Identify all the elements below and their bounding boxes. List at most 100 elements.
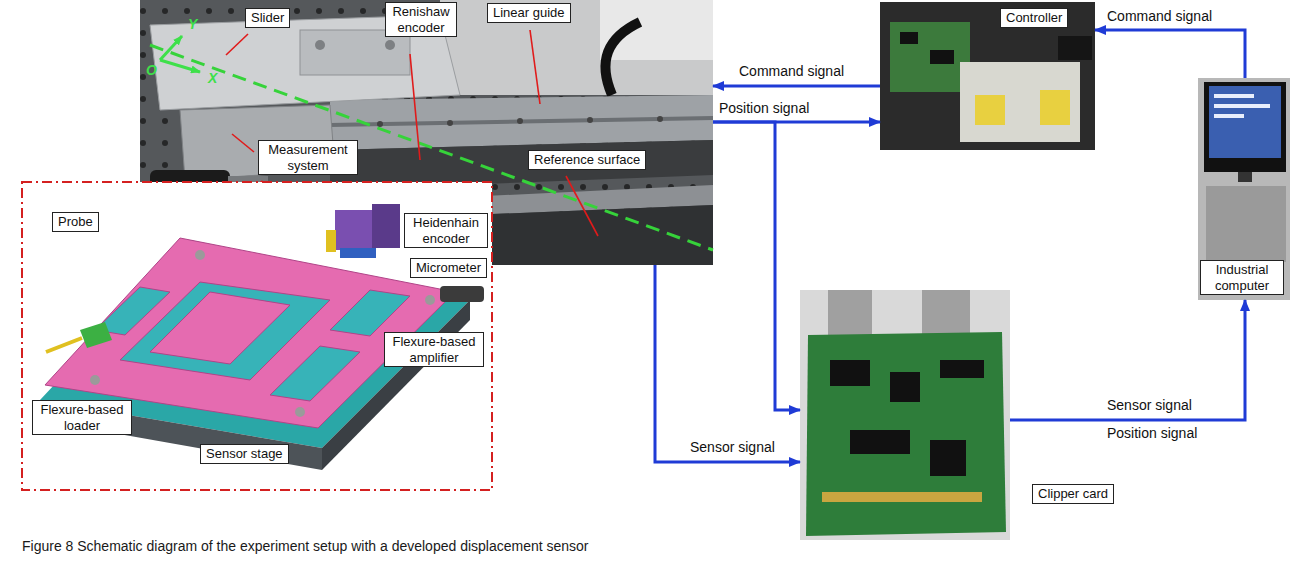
label-text: Controller bbox=[1000, 8, 1068, 28]
setup-photo-part bbox=[377, 121, 383, 127]
part-label: Linear guide bbox=[487, 3, 571, 23]
label-text: Heidenhain encoder bbox=[410, 215, 482, 246]
signal-arrow bbox=[713, 122, 800, 410]
clipper-card-photo-part bbox=[806, 332, 1006, 536]
sensor-model-part bbox=[22, 182, 492, 490]
leader-line-part bbox=[226, 34, 248, 55]
label-text: Measurement system bbox=[264, 142, 352, 173]
label-text: Renishaw encoder bbox=[391, 4, 451, 35]
axis-label: O bbox=[144, 62, 159, 79]
setup-photo-part bbox=[605, 22, 640, 95]
leader-line-part bbox=[232, 134, 254, 152]
signal-arrow bbox=[713, 85, 880, 88]
sensor-model-part bbox=[330, 290, 410, 336]
controller-photo-part bbox=[1058, 36, 1092, 60]
setup-photo-part bbox=[657, 116, 663, 122]
computer-photo-part bbox=[1214, 94, 1254, 98]
controller-photo-part bbox=[890, 22, 970, 92]
clipper-card-photo-part bbox=[830, 360, 870, 386]
computer-panel: Industrial computer bbox=[1198, 78, 1290, 300]
sensor-model-part bbox=[150, 292, 290, 364]
clipper-card-photo-part bbox=[828, 290, 872, 340]
sensor-model-part bbox=[46, 338, 82, 352]
clipper-card-photo-part bbox=[890, 372, 920, 402]
label-text: Micrometer bbox=[416, 260, 481, 276]
controller-photo bbox=[880, 2, 1095, 150]
label-text: Slider bbox=[251, 10, 284, 26]
setup-photo-part bbox=[315, 40, 325, 50]
label-text: Sensor stage bbox=[206, 446, 283, 462]
sensor-model-part bbox=[270, 346, 360, 401]
setup-photo-part bbox=[385, 40, 395, 50]
leader-line-part bbox=[566, 176, 598, 236]
label-text: Reference surface bbox=[534, 152, 640, 168]
computer-photo bbox=[1198, 78, 1290, 300]
controller-photo-part bbox=[880, 2, 1095, 150]
figure-caption: Figure 8 Schematic diagram of the experi… bbox=[22, 538, 589, 554]
signal-label: Sensor signal bbox=[1105, 397, 1194, 414]
signal-arrow bbox=[1095, 30, 1245, 78]
clipper-card-photo-part bbox=[940, 360, 984, 378]
label-text: Linear guide bbox=[493, 5, 565, 21]
setup-photo-part bbox=[600, 0, 713, 60]
controller-photo-part bbox=[1040, 90, 1070, 125]
part-label: Sensor stage bbox=[200, 444, 289, 464]
sensor-model-part bbox=[372, 204, 400, 248]
sensor-model-part bbox=[440, 286, 484, 302]
axis-label: X bbox=[206, 70, 219, 87]
part-label: Renishaw encoder bbox=[385, 2, 457, 37]
part-label: Micrometer bbox=[410, 258, 487, 278]
leader-line-part bbox=[410, 54, 420, 160]
measurement-panel: Heidenhain encoder ProbeMicrometerFlexure… bbox=[22, 182, 492, 490]
clipper-card-photo-part bbox=[930, 440, 966, 476]
clipper-card-photo-part bbox=[922, 290, 970, 340]
leader-line-part bbox=[530, 30, 540, 104]
computer-photo-part bbox=[1206, 186, 1286, 262]
sensor-model-part bbox=[80, 322, 112, 348]
label-text: Probe bbox=[58, 214, 93, 230]
setup-photo-part bbox=[160, 36, 182, 60]
sensor-model-part bbox=[335, 210, 375, 250]
sensor-model-part bbox=[340, 248, 376, 258]
setup-photo-part bbox=[587, 117, 593, 123]
part-label: Reference surface bbox=[528, 150, 646, 170]
signal-label: Command signal bbox=[737, 63, 846, 80]
sensor-model-part bbox=[295, 407, 305, 417]
signal-label: Sensor signal bbox=[688, 439, 777, 456]
computer-photo-part bbox=[1198, 78, 1290, 300]
part-label: Heidenhain encoder bbox=[404, 213, 488, 248]
label-text: Clipper card bbox=[1032, 484, 1114, 504]
setup-photo-part bbox=[330, 118, 713, 125]
setup-photo-part bbox=[440, 0, 713, 95]
setup-photo-part bbox=[160, 60, 200, 72]
controller-photo-part bbox=[900, 32, 918, 44]
computer-photo-part bbox=[1214, 104, 1270, 108]
computer-photo-part bbox=[1209, 86, 1281, 158]
clipper-card-photo-part bbox=[850, 430, 910, 454]
computer-photo-part bbox=[1214, 114, 1244, 118]
signal-arrow bbox=[655, 265, 800, 462]
computer-photo-part bbox=[1204, 82, 1286, 172]
computer-photo-part bbox=[1238, 172, 1252, 182]
clipper-card-photo-part bbox=[800, 290, 1010, 540]
controller-panel: Controller bbox=[880, 2, 1095, 150]
label-text: Flexure-based amplifier bbox=[390, 334, 478, 365]
controller-photo-part bbox=[930, 50, 954, 64]
part-label: Flexure-based loader bbox=[32, 400, 132, 435]
label-text: Industrial computer bbox=[1200, 260, 1284, 295]
setup-photo-part bbox=[447, 120, 453, 126]
part-label: Probe bbox=[52, 212, 99, 232]
part-label: Flexure-based amplifier bbox=[384, 332, 484, 367]
sensor-model-part bbox=[326, 230, 336, 252]
part-label: Slider bbox=[245, 8, 290, 28]
signal-label: Position signal bbox=[1105, 425, 1199, 442]
label-text: Flexure-based loader bbox=[38, 402, 126, 433]
controller-photo-part bbox=[975, 95, 1005, 125]
sensor-model bbox=[22, 182, 492, 490]
sensor-model-part bbox=[425, 295, 435, 305]
sensor-model-part bbox=[90, 375, 100, 385]
setup-photo-part bbox=[517, 118, 523, 124]
